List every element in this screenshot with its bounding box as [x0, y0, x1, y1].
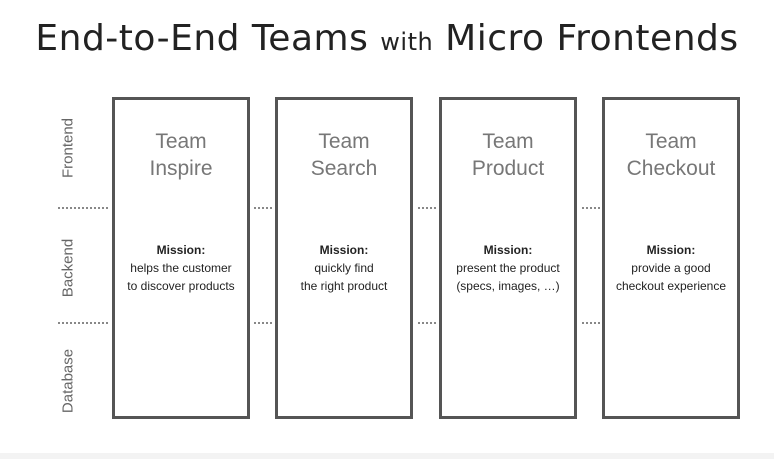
team-box-checkout: Team Checkout Mission: provide a good ch…: [602, 97, 740, 419]
team-mission: Mission: present the product (specs, ima…: [438, 241, 578, 295]
team-box-product: Team Product Mission: present the produc…: [439, 97, 577, 419]
layer-separator-upper-gap-3: [582, 207, 600, 209]
mission-line-2: the right product: [300, 279, 388, 293]
team-name-line-1: Team: [482, 130, 534, 153]
layer-separator-lower-gap-2: [418, 322, 436, 324]
layer-separator-upper-gap-1: [254, 207, 272, 209]
team-mission: Mission: quickly find the right product: [274, 241, 414, 295]
team-name-line-1: Team: [155, 130, 207, 153]
title-part-3: Micro Frontends: [433, 18, 739, 59]
team-name-line-1: Team: [645, 130, 697, 153]
team-name-line-2: Product: [471, 157, 545, 180]
team-box-search: Team Search Mission: quickly find the ri…: [275, 97, 413, 419]
layer-label-frontend: Frontend: [59, 117, 77, 179]
layer-separator-lower-left: [58, 322, 108, 324]
team-name: Team Inspire: [115, 128, 247, 182]
layer-label-database: Database: [59, 348, 77, 414]
layer-separator-lower-gap-3: [582, 322, 600, 324]
layer-separator-upper-left: [58, 207, 108, 209]
mission-label: Mission:: [483, 243, 533, 257]
mission-label: Mission:: [156, 243, 206, 257]
mission-line-1: provide a good: [631, 261, 711, 275]
team-name-line-2: Search: [310, 157, 378, 180]
bottom-strip: [0, 453, 774, 459]
team-name-line-1: Team: [318, 130, 370, 153]
team-mission: Mission: provide a good checkout experie…: [601, 241, 741, 295]
team-name: Team Product: [442, 128, 574, 182]
team-box-inspire: Team Inspire Mission: helps the customer…: [112, 97, 250, 419]
title-part-2: with: [380, 28, 434, 56]
layer-separator-lower-gap-1: [254, 322, 272, 324]
mission-label: Mission:: [646, 243, 696, 257]
mission-line-1: present the product: [456, 261, 560, 275]
mission-line-2: to discover products: [127, 279, 235, 293]
mission-line-1: helps the customer: [130, 261, 232, 275]
team-name: Team Checkout: [605, 128, 737, 182]
mission-line-2: checkout experience: [615, 279, 727, 293]
layer-separator-upper-gap-2: [418, 207, 436, 209]
layer-label-backend: Backend: [59, 238, 77, 298]
team-name: Team Search: [278, 128, 410, 182]
team-name-line-2: Inspire: [149, 157, 213, 180]
mission-line-2: (specs, images, …): [456, 279, 560, 293]
team-mission: Mission: helps the customer to discover …: [111, 241, 251, 295]
title-part-1: End-to-End Teams: [35, 18, 381, 59]
mission-label: Mission:: [319, 243, 369, 257]
mission-line-1: quickly find: [314, 261, 374, 275]
diagram-title: End-to-End Teams with Micro Frontends: [0, 18, 774, 59]
team-name-line-2: Checkout: [626, 157, 716, 180]
